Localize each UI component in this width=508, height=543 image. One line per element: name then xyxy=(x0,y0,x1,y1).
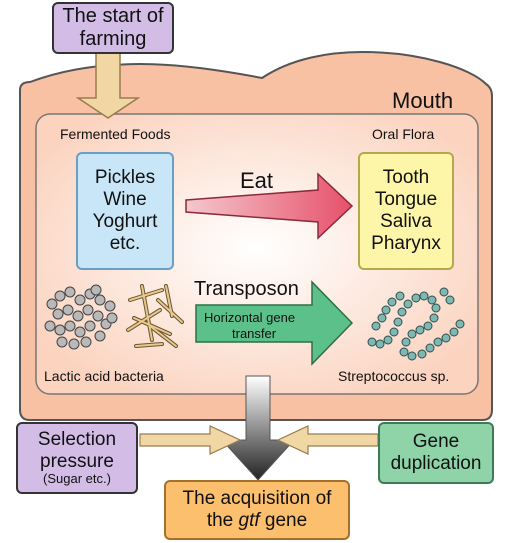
fermented-foods-label: Fermented Foods xyxy=(60,126,171,142)
eat-label: Eat xyxy=(240,168,274,193)
streptococcus-chain-icon xyxy=(367,287,465,361)
selection-line2: pressure xyxy=(40,450,114,472)
farming-arrow xyxy=(75,51,141,119)
lactic-acid-bacteria-label: Lactic acid bacteria xyxy=(44,368,164,384)
gene-dup-line2: duplication xyxy=(390,453,482,474)
gtf-gene-name: gtf xyxy=(238,510,260,531)
start-farming-line1: The start of xyxy=(62,5,164,27)
flora-item: Saliva xyxy=(380,211,432,232)
fermented-foods-box: Pickles Wine Yoghurt etc. xyxy=(76,152,174,270)
flora-item: Tooth xyxy=(382,167,430,189)
gene-duplication-box: Gene duplication xyxy=(378,422,494,484)
selection-arrow xyxy=(139,425,242,455)
eat-arrow xyxy=(185,172,354,240)
flora-item: Tongue xyxy=(374,189,438,211)
selection-line3: (Sugar etc.) xyxy=(43,471,111,487)
start-farming-line2: farming xyxy=(79,28,147,50)
food-item: etc. xyxy=(109,232,141,254)
transposon-label: Transposon xyxy=(194,278,299,300)
oral-flora-label: Oral Flora xyxy=(372,126,435,142)
selection-line1: Selection xyxy=(37,428,117,450)
acquisition-arrow xyxy=(220,375,296,481)
hgt-label-line1: Horizontal gene xyxy=(204,310,296,325)
acquisition-line1: The acquisition of xyxy=(182,488,332,510)
food-item: Pickles xyxy=(94,167,156,189)
hgt-label-line2: transfer xyxy=(232,326,277,341)
acquisition-pre: the xyxy=(206,510,239,531)
food-item: Wine xyxy=(103,189,147,211)
food-item: Yoghurt xyxy=(92,211,158,232)
hgt-arrow xyxy=(195,280,354,366)
acquisition-line2: the gtf gene xyxy=(207,510,307,532)
duplication-arrow xyxy=(276,425,379,455)
acquisition-post: gene xyxy=(259,510,308,531)
mouth-title: Mouth xyxy=(392,88,454,113)
flora-item: Pharynx xyxy=(371,232,441,254)
cocci-cluster-icon xyxy=(44,284,118,350)
start-farming-box: The start of farming xyxy=(52,2,174,54)
selection-pressure-box: Selection pressure (Sugar etc.) xyxy=(16,422,138,494)
streptococcus-label: Streptococcus sp. xyxy=(338,368,450,384)
gene-dup-line1: Gene xyxy=(412,431,460,453)
oral-flora-box: Tooth Tongue Saliva Pharynx xyxy=(358,152,454,270)
acquisition-box: The acquisition of the gtf gene xyxy=(164,480,350,540)
